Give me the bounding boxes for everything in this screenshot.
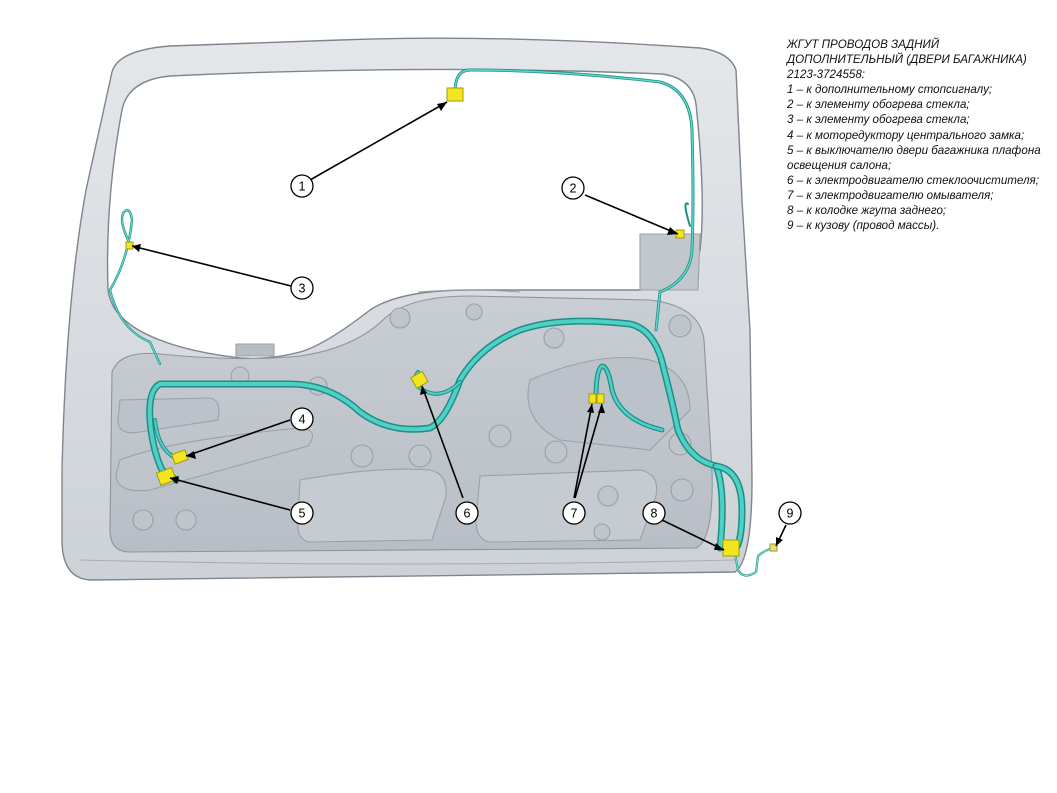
callout-7: 7 [562,501,586,525]
svg-text:3: 3 [299,282,306,296]
connector-1 [446,87,464,102]
legend-item-2: 2 – к элементу обогрева стекла; [787,98,970,112]
legend-item-1: 1 – к дополнительному стопсигналу; [787,83,993,97]
legend-item-8: 8 – к колодке жгута заднего; [787,204,947,218]
svg-text:7: 7 [571,507,578,521]
svg-text:6: 6 [464,507,471,521]
legend-item-4: 4 – к моторедуктору центрального замка; [787,128,1025,142]
callout-4: 4 [290,407,314,431]
legend-item-3: 3 – к элементу обогрева стекла; [787,113,970,127]
connector-9 [769,543,778,552]
connector-6 [410,370,429,389]
svg-text:1: 1 [299,180,306,194]
callout-9: 9 [778,501,802,525]
callout-2: 2 [561,176,585,200]
legend: ЖГУТ ПРОВОДОВ ЗАДНИЙ ДОПОЛНИТЕЛЬНЫЙ (ДВЕ… [787,37,1049,233]
svg-text:9: 9 [787,507,794,521]
svg-text:5: 5 [299,507,306,521]
connector-3 [125,241,134,250]
callout-5: 5 [290,501,314,525]
callout-8: 8 [642,501,666,525]
svg-text:8: 8 [651,507,658,521]
connector-7a [588,393,597,404]
legend-item-5: 5 – к выключателю двери багажника плафон… [787,143,1041,172]
leader-lines [131,101,787,551]
callout-6: 6 [455,501,479,525]
connector-4 [171,449,189,465]
legend-item-6: 6 – к электродвигателю стеклоочистителя; [787,173,1039,187]
legend-item-9: 9 – к кузову (провод массы). [787,219,940,233]
svg-text:4: 4 [299,413,306,427]
connector-5 [155,466,177,486]
legend-item-7: 7 – к электродвигателю омывателя; [787,188,994,202]
connector-7b [596,393,605,404]
callout-3: 3 [290,276,314,300]
connector-8 [722,539,740,557]
legend-title: ЖГУТ ПРОВОДОВ ЗАДНИЙ ДОПОЛНИТЕЛЬНЫЙ (ДВЕ… [787,38,1027,82]
svg-text:2: 2 [570,182,577,196]
callout-1: 1 [290,174,314,198]
connectors [125,87,778,557]
legend-list: 1 – к дополнительному стопсигналу; 2 – к… [787,82,1049,233]
arrowheads [132,102,783,550]
